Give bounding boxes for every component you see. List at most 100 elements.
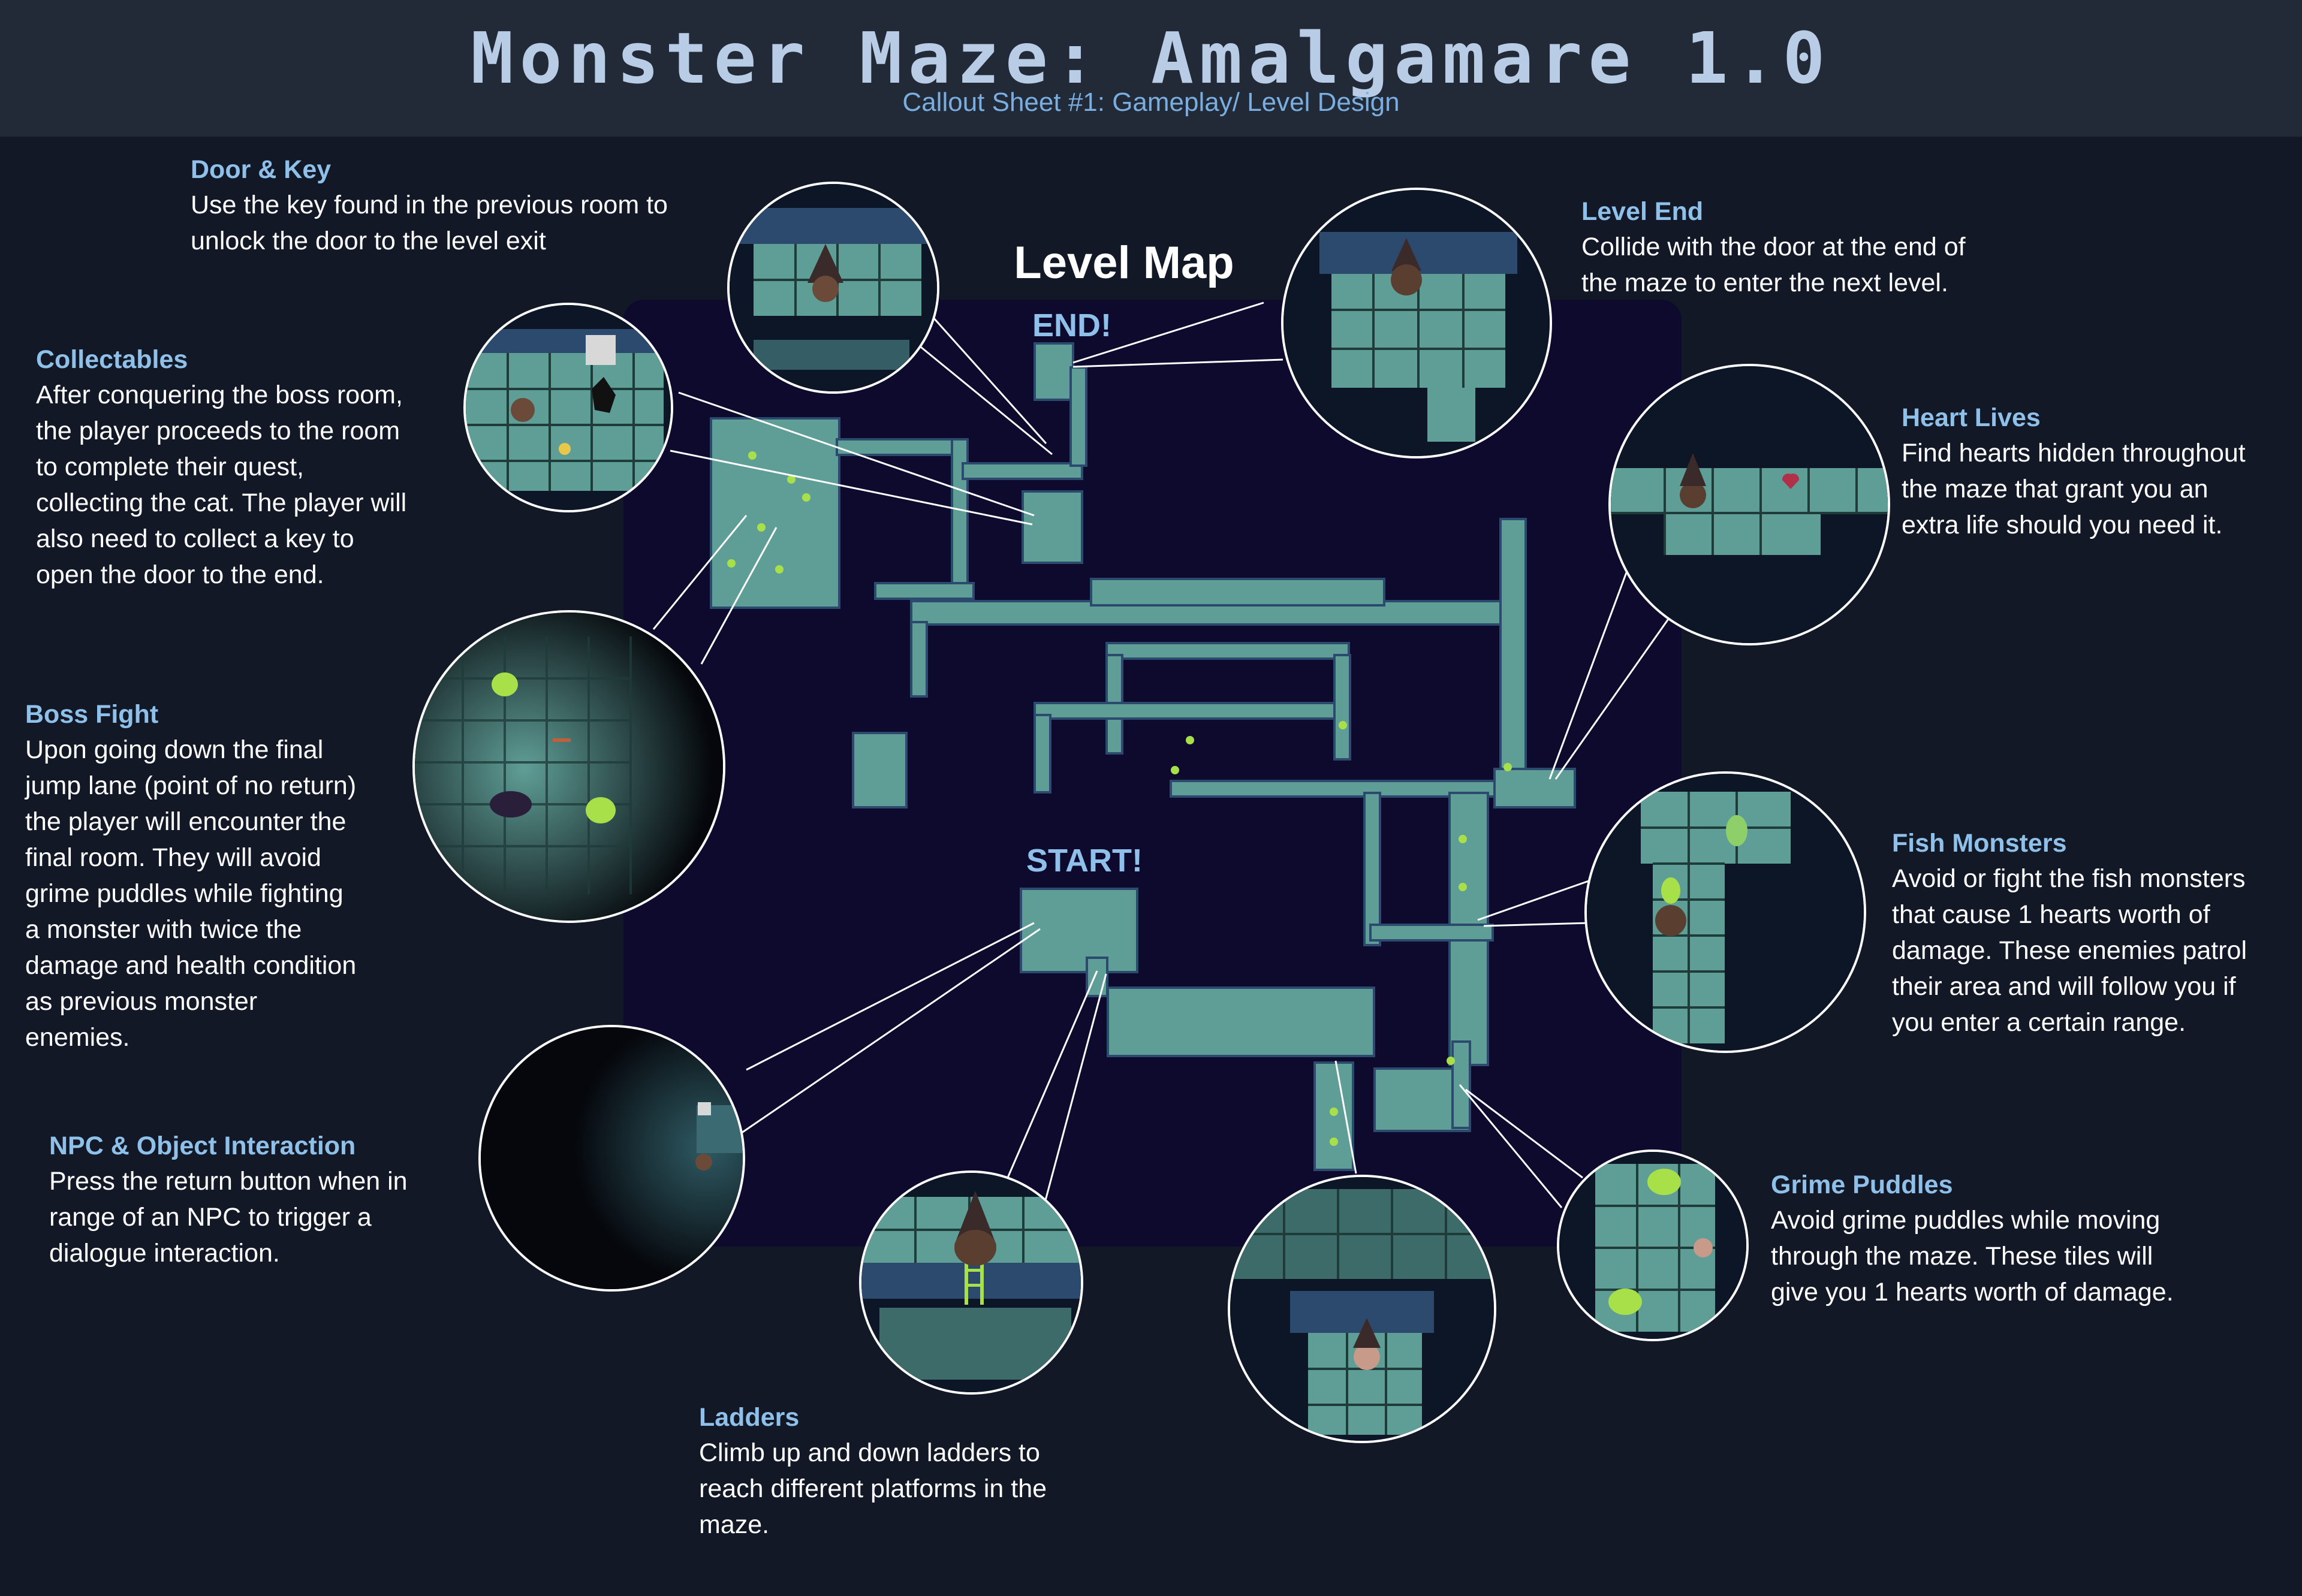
callout-line: range of an NPC to trigger a <box>49 1203 372 1232</box>
callout-door-key: Door & Key Use the key found in the prev… <box>191 152 668 259</box>
maze-floor <box>1088 959 1106 995</box>
callout-collectables: Collectables After conquering the boss r… <box>36 342 406 593</box>
grime-puddle-marker <box>1330 1108 1338 1116</box>
maze-floor <box>1172 782 1511 795</box>
maze-floor <box>1336 656 1349 758</box>
maze-floor <box>1109 989 1373 1055</box>
grime-puddle-marker <box>748 451 757 460</box>
maze-floor <box>1366 794 1379 944</box>
callout-boss-fight: Boss Fight Upon going down the final jum… <box>25 697 356 1055</box>
callout-heart-lives: Heart Lives Find hearts hidden throughou… <box>1902 400 2246 543</box>
callout-line: the player proceeds to the room <box>36 417 400 445</box>
maze-floor <box>1072 369 1085 464</box>
maze-floor <box>1496 770 1574 806</box>
callout-line: as previous monster <box>25 987 258 1016</box>
zoom-heart-lives <box>1608 364 1890 645</box>
callout-line: to complete their quest, <box>36 452 304 481</box>
callout-line: grime puddles while fighting <box>25 879 344 908</box>
grime-puddle-marker <box>1171 766 1179 774</box>
maze-floor <box>1108 644 1348 657</box>
zoom-fish-monsters <box>1584 771 1866 1053</box>
callout-line: jump lane (point of no return) <box>25 771 357 800</box>
callout-title: Fish Monsters <box>1892 829 2067 858</box>
grime-puddle-marker <box>1447 1057 1455 1065</box>
callout-line: damage. These enemies patrol <box>1892 936 2247 965</box>
grime-puddle-marker <box>1459 835 1467 843</box>
zoom-level-start <box>1228 1175 1496 1443</box>
callout-title: Level End <box>1581 197 1704 226</box>
maze-floor <box>912 623 926 695</box>
callout-title: Ladders <box>699 1403 800 1432</box>
zoom-boss-fight <box>412 610 725 923</box>
callout-line: through the maze. These tiles will <box>1771 1242 2153 1271</box>
callout-line: their area and will follow you if <box>1892 972 2236 1001</box>
maze-floor <box>838 441 964 454</box>
callout-title: NPC & Object Interaction <box>49 1132 356 1160</box>
level-map <box>710 342 1576 1171</box>
callout-title: Grime Puddles <box>1771 1170 1953 1199</box>
callout-line: the maze to enter the next level. <box>1581 268 1948 297</box>
maze-floor <box>876 584 972 598</box>
callout-title: Heart Lives <box>1902 403 2041 432</box>
callout-line: maze. <box>699 1510 770 1539</box>
callout-line: the maze that grant you an <box>1902 475 2208 503</box>
zoom-ladders <box>859 1170 1083 1395</box>
grime-puddle-marker <box>757 523 766 532</box>
callout-line: extra life should you need it. <box>1902 511 2223 539</box>
callout-line: the player will encounter the <box>25 807 346 836</box>
grime-puddle-marker <box>775 565 784 574</box>
callout-line: also need to collect a key to <box>36 524 354 553</box>
callout-line: Avoid grime puddles while moving <box>1771 1206 2161 1235</box>
maze-floor <box>1454 1043 1469 1127</box>
callout-npc-interaction: NPC & Object Interaction Press the retur… <box>49 1129 408 1271</box>
callout-line: open the door to the end. <box>36 560 324 589</box>
zoom-door-key <box>727 182 939 394</box>
maze-floor <box>1036 704 1336 717</box>
header-bar: Monster Maze: Amalgamare 1.0 Callout She… <box>0 0 2302 137</box>
callout-line: Press the return button when in <box>49 1167 408 1196</box>
callout-line: reach different platforms in the <box>699 1474 1047 1503</box>
start-label: START! <box>1026 843 1143 879</box>
grime-puddle-marker <box>1459 883 1467 891</box>
maze-floor <box>964 464 1081 478</box>
maze-floor <box>1502 520 1524 781</box>
maze-floor <box>1372 926 1492 939</box>
callout-grime-puddles: Grime Puddles Avoid grime puddles while … <box>1771 1167 2174 1310</box>
callout-title: Door & Key <box>191 155 332 184</box>
grime-puddle-marker <box>1186 736 1194 744</box>
callout-fish-monsters: Fish Monsters Avoid or fight the fish mo… <box>1892 826 2247 1040</box>
zoom-collectables <box>463 303 673 512</box>
callout-line: unlock the door to the level exit <box>191 227 546 255</box>
page-subtitle: Callout Sheet #1: Gameplay/ Level Design <box>902 88 1400 117</box>
end-label: END! <box>1032 307 1111 343</box>
callout-line: you enter a certain range. <box>1892 1008 2186 1037</box>
grime-puddle-marker <box>1339 721 1347 729</box>
maze-floor <box>1022 890 1136 971</box>
page-title: Monster Maze: Amalgamare 1.0 <box>471 17 1831 99</box>
callout-line: Collide with the door at the end of <box>1581 233 1966 261</box>
callout-line: enemies. <box>25 1023 130 1052</box>
maze-floor <box>854 734 905 806</box>
callout-line: damage and health condition <box>25 951 357 980</box>
callout-line: Climb up and down ladders to <box>699 1438 1040 1467</box>
callout-line: give you 1 hearts worth of damage. <box>1771 1278 2174 1307</box>
callout-line: a monster with twice the <box>25 915 302 944</box>
maze-floor <box>1092 580 1383 604</box>
maze-floor <box>1036 716 1049 791</box>
zoom-grime-puddles <box>1557 1150 1749 1341</box>
grime-puddle-marker <box>727 559 736 568</box>
grime-puddle-marker <box>1503 763 1512 771</box>
callout-line: collecting the cat. The player will <box>36 488 407 517</box>
callout-ladders: Ladders Climb up and down ladders to rea… <box>699 1400 1047 1543</box>
grime-puddle-marker <box>1330 1138 1338 1146</box>
callout-level-end: Level End Collide with the door at the e… <box>1581 194 1966 301</box>
grime-puddle-marker <box>787 475 796 484</box>
callout-line: that cause 1 hearts worth of <box>1892 900 2210 929</box>
callout-title: Boss Fight <box>25 700 159 729</box>
grime-puddle-marker <box>802 493 810 502</box>
maze-floor <box>712 420 838 607</box>
zoom-level-end <box>1281 188 1552 458</box>
callout-title: Collectables <box>36 345 188 374</box>
callout-line: After conquering the boss room, <box>36 381 403 409</box>
maze-floor <box>1036 345 1072 399</box>
